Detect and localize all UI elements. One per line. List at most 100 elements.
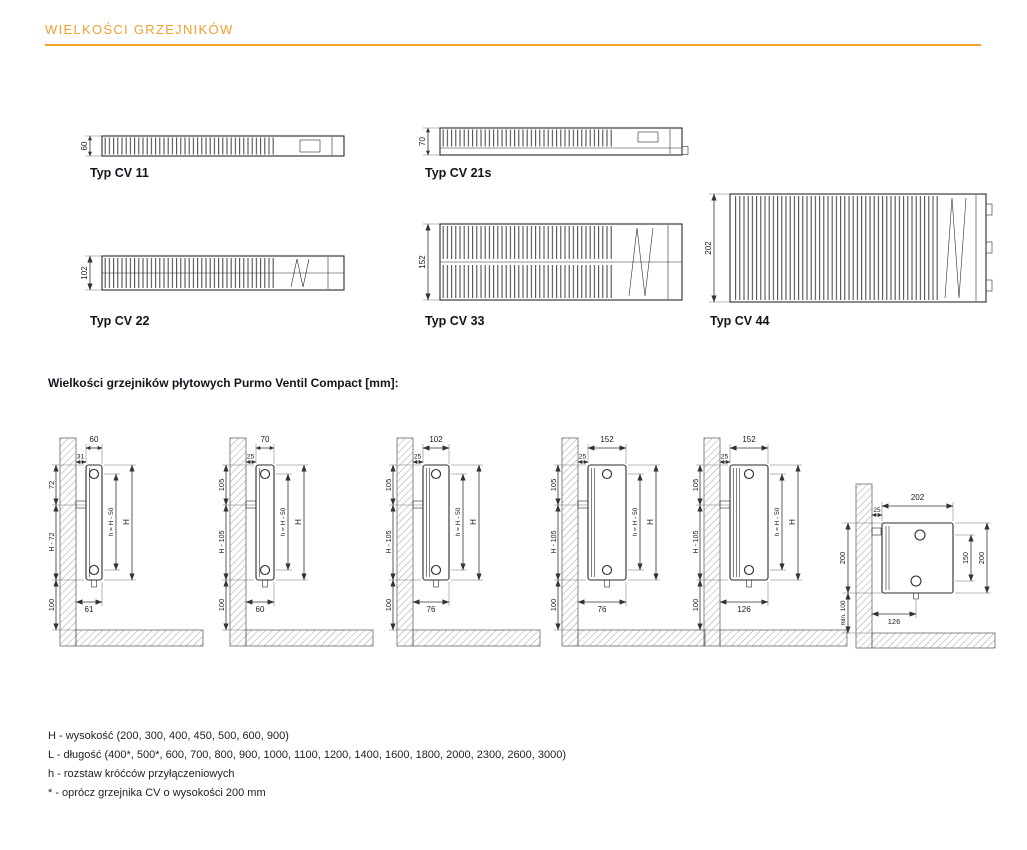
radiator-side-profile	[719, 464, 769, 588]
legend-line-length: L - długość (400*, 500*, 600, 700, 800, …	[48, 749, 567, 761]
convector-fins	[442, 129, 613, 147]
radiator-body	[422, 464, 450, 581]
convector-end-detail	[944, 197, 967, 299]
gap-dim-label: 25	[873, 507, 881, 514]
min-clearance-label: min. 100	[840, 600, 847, 625]
wall-bracket	[871, 527, 882, 536]
clearance-dim-label: 100	[385, 599, 393, 612]
legend-line-spacing: h - rozstaw króćców przyłączeniowych	[48, 768, 235, 780]
cv11-type-label: Typ CV 11	[90, 166, 149, 180]
clearance-dim-label: 100	[692, 599, 700, 612]
gap-dim-label: 25	[579, 454, 587, 461]
bottom-dim-label: 126	[888, 617, 901, 626]
cv22-cross-section: 102	[80, 255, 345, 291]
wall-bracket	[245, 500, 257, 509]
gap-dim-label: 25	[721, 454, 729, 461]
main-height-label: H - 105	[551, 530, 558, 553]
radiator-body	[729, 464, 769, 581]
radiator-side-profile	[412, 464, 450, 588]
wall-hatch	[229, 437, 247, 647]
valve-circle	[430, 564, 442, 576]
wall-height-label: 200	[838, 552, 847, 565]
legend: H - wysokość (200, 300, 400, 450, 500, 6…	[48, 730, 566, 806]
side-view-cv11: 60 31 72 H - 72 100 h = H - 50 H 61	[48, 435, 204, 647]
radiator-side-profile	[75, 464, 103, 588]
depth-dim-label: 202	[704, 241, 713, 255]
convector-end-detail	[290, 258, 310, 288]
cv22-type-label: Typ CV 22	[90, 314, 150, 328]
height-dim-label: 200	[977, 552, 986, 565]
wall-hatch	[396, 437, 414, 647]
top-dim-label: 152	[600, 435, 614, 444]
convector-fins-upper	[442, 226, 613, 259]
bottom-dim-label: 126	[737, 605, 751, 614]
main-height-label: H - 72	[49, 532, 56, 551]
drain-stub	[433, 579, 439, 588]
wall-bracket	[75, 500, 87, 509]
cv33-cross-section: 152	[418, 223, 683, 301]
title-rule	[45, 44, 981, 46]
radiator-body	[587, 464, 627, 581]
upper-dim-label: 72	[48, 481, 56, 489]
valve-circle	[88, 564, 100, 576]
cv33-type-label: Typ CV 33	[425, 314, 485, 328]
radiator-corner-profile	[871, 522, 954, 600]
clearance-dim-label: 100	[48, 599, 56, 612]
side-view-cv44: 152 25 105 H - 105 100 h = H - 50 H 126	[692, 435, 848, 647]
wall-hatch	[855, 483, 873, 649]
drain-stub	[604, 579, 610, 588]
depth-dim-label: 70	[418, 137, 427, 146]
upper-dim-label: 105	[385, 479, 393, 492]
main-height-label: H - 105	[219, 530, 226, 553]
page-title: WIELKOŚCI GRZEJNIKÓW	[45, 22, 234, 37]
connection-spacing-label: h = H - 50	[280, 507, 287, 536]
total-height-label: H	[469, 519, 478, 525]
bottom-dim-label: 60	[256, 605, 265, 614]
main-height-label: H - 105	[693, 530, 700, 553]
convector-fins	[104, 137, 275, 155]
convector-end-detail	[628, 227, 654, 297]
cv21s-cross-section: 70	[418, 127, 689, 156]
bottom-dim-label: 76	[427, 605, 436, 614]
floor-hatch	[75, 629, 204, 647]
floor-hatch	[719, 629, 848, 647]
corner-installation-view: 202 25 200 min. 100 150 200 126	[838, 483, 996, 649]
wall-bracket	[577, 500, 589, 509]
gap-dim-label: 25	[247, 454, 255, 461]
top-dim-label: 152	[742, 435, 756, 444]
dimension-lines	[53, 445, 135, 631]
gap-dim-label: 31	[77, 454, 85, 461]
side-view-cv22: 102 25 105 H - 105 100 h = H - 50 H 76	[385, 435, 541, 647]
total-height-label: H	[122, 519, 131, 525]
bottom-dim-label: 61	[85, 605, 94, 614]
cv21s-type-label: Typ CV 21s	[425, 166, 492, 180]
dimension-lines	[697, 445, 801, 631]
end-tab	[985, 279, 993, 292]
air-vent-circle	[914, 529, 926, 541]
cv44-type-label: Typ CV 44	[710, 314, 770, 328]
valve-circle	[743, 564, 755, 576]
wall-hatch	[59, 437, 77, 647]
radiator-body	[255, 464, 275, 581]
depth-dim-label: 60	[80, 141, 89, 150]
clearance-dim-label: 100	[218, 599, 226, 612]
dimension-lines	[223, 445, 307, 631]
connection-spacing-label: h = H - 50	[455, 507, 462, 536]
connection-spacing-label: h = H - 50	[632, 507, 639, 536]
side-view-cv33: 152 25 105 H - 105 100 h = H - 50 H 76	[550, 435, 706, 647]
valve-circle	[259, 564, 271, 576]
drain-stub	[91, 579, 97, 588]
connection-detail	[637, 131, 659, 143]
air-vent-circle	[259, 468, 271, 480]
connection-spacing-label: h = H - 50	[108, 507, 115, 536]
convector-fins	[732, 196, 939, 300]
radiator-body	[85, 464, 103, 581]
side-view-cv21s: 70 25 105 H - 105 100 h = H - 50 H 60	[218, 435, 374, 647]
drain-stub	[262, 579, 268, 588]
total-height-label: H	[788, 519, 797, 525]
dimension-lines	[390, 445, 482, 631]
depth-dim-label: 152	[418, 255, 427, 269]
end-tab	[681, 146, 689, 155]
wall-bracket	[412, 500, 424, 509]
depth-dim-label: 102	[80, 266, 89, 280]
